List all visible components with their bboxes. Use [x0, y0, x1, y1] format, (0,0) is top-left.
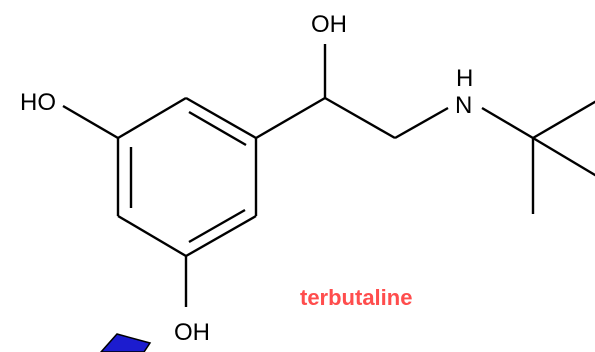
ring-bond-bottom-right: [185, 214, 257, 258]
bond-choh-to-ch2: [324, 96, 396, 140]
atom-label-oh-bottom: OH: [174, 319, 210, 346]
atom-label-oh-top: OH: [311, 11, 347, 38]
ring-double-bond-bottom-right: [188, 208, 246, 244]
bond-ring-to-ho: [62, 104, 119, 140]
substituent-bonds: [62, 44, 595, 307]
ring-double-bond-top-right: [188, 110, 247, 147]
bond-ch2-to-n: [394, 106, 449, 140]
atom-label-nh-h: H: [456, 65, 473, 92]
bond-ring-to-choh: [255, 96, 326, 140]
benzene-ring: [116, 96, 258, 258]
atom-label-nh-n: N: [455, 92, 472, 119]
atom-label-ho-left: HO: [20, 89, 56, 116]
compound-name-label: terbutaline: [300, 285, 412, 310]
bond-n-to-cquat: [481, 106, 534, 140]
arrow-pointer-icon: [99, 333, 152, 352]
bond-cquat-to-methyl-right: [532, 136, 595, 177]
ring-bond-top-right: [185, 96, 257, 140]
ring-bond-top-left: [117, 96, 187, 140]
bond-cquat-to-methyl-up: [532, 100, 595, 140]
ring-bond-bottom-left: [117, 214, 187, 258]
